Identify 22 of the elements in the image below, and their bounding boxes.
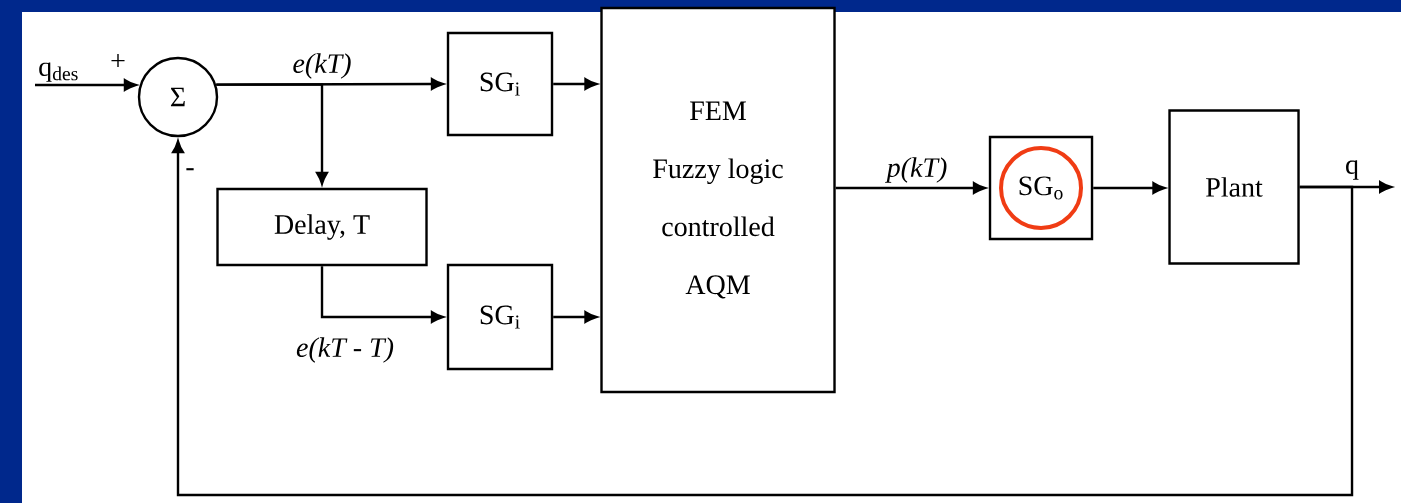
sign-label: - (186, 168, 194, 171)
arrow (172, 140, 1354, 497)
arrow (320, 266, 444, 323)
edge-label: q (1343, 158, 1361, 182)
arrow (835, 182, 986, 194)
arrow (553, 311, 598, 323)
arrow (216, 83, 328, 185)
block-box: Plant (1168, 109, 1300, 265)
block-box: SG$_{o}$ (988, 135, 1094, 241)
sign-label: + (111, 54, 125, 68)
block-box: FEM Fuzzy logic controlled AQM (600, 6, 836, 394)
block-box: SG$_{i}$ (446, 263, 554, 371)
edge-label: p(kT) (884, 155, 950, 185)
edge-label: e(kT) (290, 51, 354, 81)
block-box: Delay, T (216, 187, 428, 267)
signal-label: q$_{des}$ (39, 62, 78, 82)
arrow (553, 78, 598, 90)
edge-label: e(kT - T) (294, 335, 396, 365)
arrow (1093, 182, 1166, 194)
arrow (35, 79, 137, 91)
block-box: SG$_{i}$ (446, 31, 554, 137)
summing-junction: Σ (137, 56, 219, 138)
